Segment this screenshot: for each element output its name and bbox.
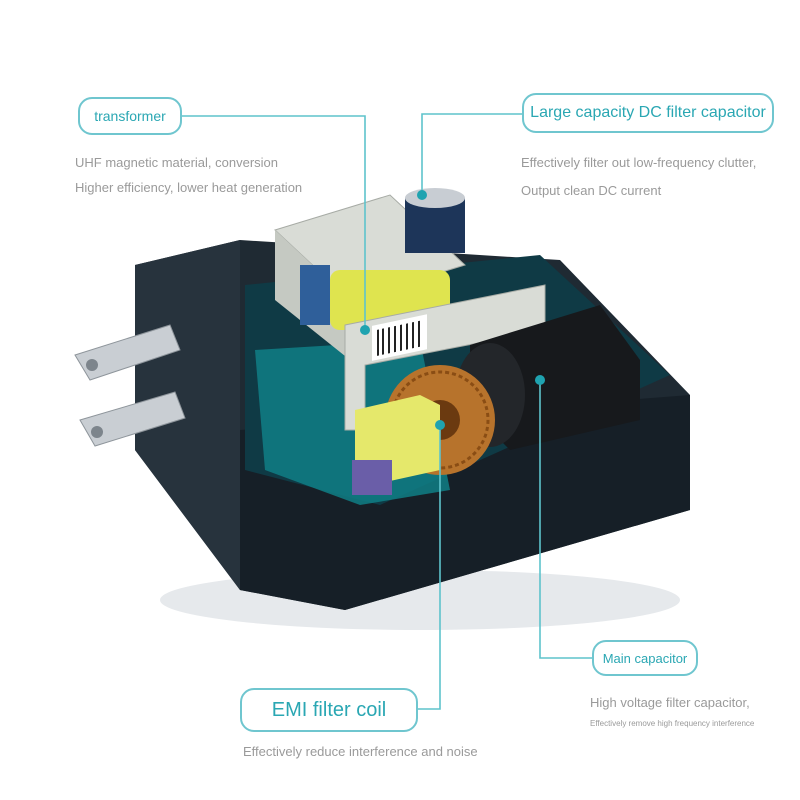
dc-capacitor-desc-line-1: Effectively filter out low-frequency clu… xyxy=(521,155,757,170)
callout-emi-coil: EMI filter coil xyxy=(240,688,418,732)
marker-dot-transformer xyxy=(360,325,370,335)
callout-dc-capacitor-title: Large capacity DC filter capacitor xyxy=(530,104,766,121)
leader-line-transformer xyxy=(182,115,366,330)
plug-prong-top xyxy=(74,324,181,381)
marker-dot-main-capacitor xyxy=(535,375,545,385)
barcode-lines xyxy=(377,320,420,356)
callout-emi-coil-title: EMI filter coil xyxy=(271,698,387,721)
plug-prong-bottom xyxy=(79,391,186,447)
emi-coil-desc-line-1: Effectively reduce interference and nois… xyxy=(243,744,478,759)
transformer-desc-line-1: UHF magnetic material, conversion xyxy=(75,155,279,170)
marker-dot-dc-capacitor xyxy=(417,190,427,200)
leader-line-dc-capacitor xyxy=(421,113,522,195)
main-capacitor-desc-line-2: Effectively remove high frequency interf… xyxy=(590,719,755,728)
callout-transformer-title: transformer xyxy=(94,108,166,124)
transformer-desc-line-2: Higher efficiency, lower heat generation xyxy=(75,180,303,195)
dc-capacitor-desc-line-2: Output clean DC current xyxy=(521,183,662,198)
callout-main-capacitor-title: Main capacitor xyxy=(602,650,688,666)
prong-hole-bottom xyxy=(91,426,103,438)
purple-component xyxy=(352,460,392,495)
leader-line-main-capacitor xyxy=(539,380,592,659)
main-capacitor-desc-line-1: High voltage filter capacitor, xyxy=(590,695,750,710)
transformer-winding xyxy=(300,265,330,325)
callout-dc-capacitor: Large capacity DC filter capacitor xyxy=(522,93,774,133)
callout-main-capacitor: Main capacitor xyxy=(592,640,698,676)
leader-line-emi-coil xyxy=(418,425,441,710)
marker-dot-emi-coil xyxy=(435,420,445,430)
dc-capacitor-top xyxy=(405,188,465,208)
callout-transformer: transformer xyxy=(78,97,182,135)
prong-hole-top xyxy=(86,359,98,371)
